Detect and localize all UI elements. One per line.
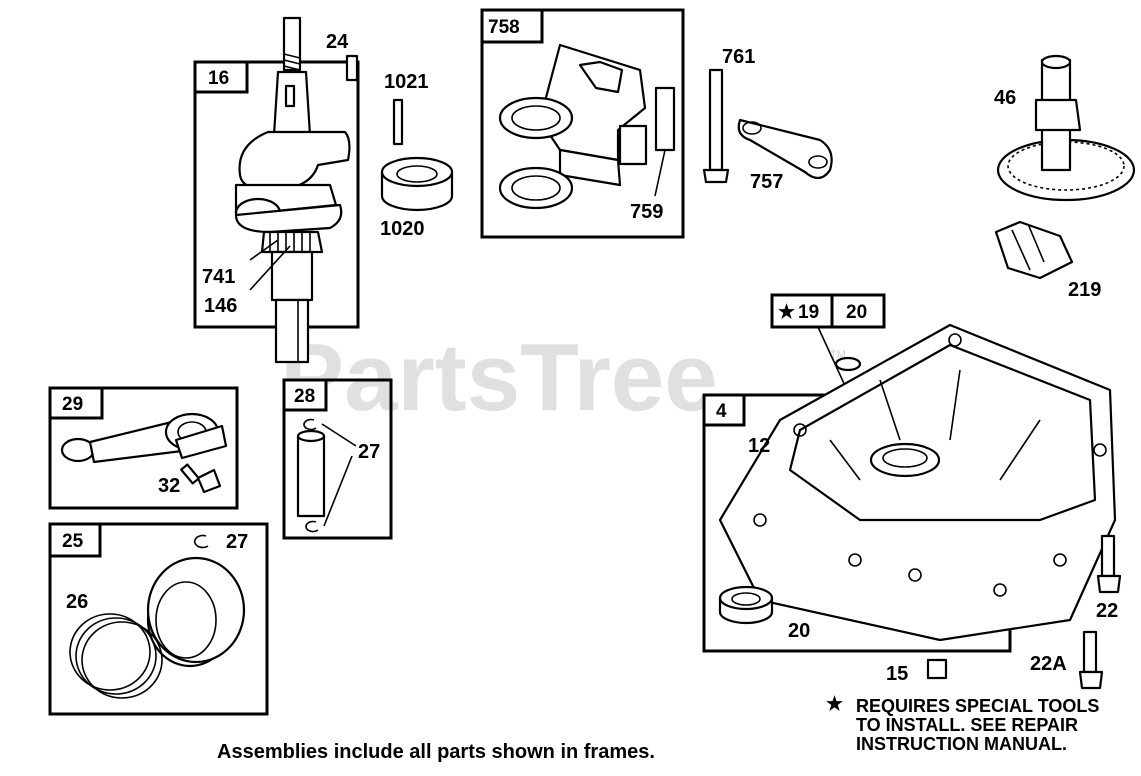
connecting-rod-frame-tag (48, 386, 104, 420)
clip-top (303, 418, 317, 431)
callout-741[interactable]: 741 (202, 266, 235, 288)
watermark: PartsTree (280, 324, 718, 431)
leader-27b (323, 455, 353, 527)
piston-frame (48, 522, 269, 716)
seal-1020[interactable]: 1020 (380, 156, 454, 240)
leader-759 (654, 149, 666, 197)
piston-pin-frame (282, 378, 393, 540)
piston-pin-drawing (296, 429, 326, 518)
sump-drawing (718, 323, 1117, 642)
connecting-rod-frame (48, 386, 239, 510)
bolt-shank (708, 68, 724, 172)
bolt-22-shank (1100, 534, 1116, 578)
link-757[interactable]: 757 (737, 118, 833, 193)
bolt-head (702, 168, 730, 184)
callout-757[interactable]: 757 (750, 171, 783, 193)
key-icon (345, 54, 359, 82)
special-note-line-2: TO INSTALL. SEE REPAIR (856, 715, 1078, 735)
connecting-rod-group[interactable]: 29 32 (48, 386, 239, 510)
callout-27-pin[interactable]: 27 (358, 441, 380, 463)
callout-46[interactable]: 46 (994, 87, 1016, 109)
clip-bottom (305, 520, 319, 533)
governor-frame-tag (480, 8, 544, 44)
bolt-22-head (1096, 574, 1122, 594)
callout-1021[interactable]: 1021 (384, 71, 429, 93)
sump-group[interactable]: 4 ★ 19 20 12 (702, 293, 1117, 653)
plug-icon (926, 658, 948, 680)
connecting-rod-drawing (60, 412, 228, 464)
callout-20[interactable]: 20 (788, 620, 810, 642)
governor-219[interactable]: 219 (994, 220, 1101, 301)
pin-icon (392, 98, 404, 146)
governor-crank-drawing (498, 43, 648, 210)
bolt-22a-head (1078, 670, 1104, 690)
callout-32[interactable]: 32 (158, 475, 180, 497)
piston-pin-frame-tag (282, 378, 328, 412)
special-tool-tag: ★ 19 20 (770, 293, 886, 329)
piston-frame-label: 25 (62, 531, 84, 552)
callout-19[interactable]: 19 (798, 302, 819, 323)
camshaft-drawing (996, 54, 1136, 202)
callout-759[interactable]: 759 (630, 201, 663, 223)
crankshaft-frame-tag (193, 60, 249, 94)
special-note-line-3: INSTRUCTION MANUAL. (856, 734, 1067, 754)
special-note-line-1: REQUIRES SPECIAL TOOLS (856, 696, 1099, 716)
governor-frame-label: 758 (488, 17, 520, 38)
piston-pin-group[interactable]: 28 27 (282, 378, 393, 540)
special-note-star: ★ (826, 694, 843, 715)
sump-frame-label: 4 (716, 401, 727, 422)
crankshaft-drawing (234, 16, 351, 364)
piston-rings-drawing (69, 613, 163, 699)
callout-26[interactable]: 26 (66, 591, 88, 613)
footer-note: Assemblies include all parts shown in fr… (217, 741, 655, 763)
bolt-761[interactable]: 761 (702, 46, 755, 184)
camshaft-46[interactable]: 46 (994, 54, 1136, 202)
piston-clip (193, 534, 209, 549)
governor-crank-group[interactable]: 758 759 (480, 8, 685, 239)
callout-22[interactable]: 22 (1096, 600, 1118, 622)
link-body (737, 118, 833, 180)
plug-15[interactable]: 15 (886, 658, 948, 685)
leader-741 (249, 239, 279, 261)
callout-146[interactable]: 146 (204, 295, 237, 317)
special-tool-star: ★ (778, 302, 795, 323)
special-tools-note: ★ REQUIRES SPECIAL TOOLS TO INSTALL. SEE… (826, 694, 1099, 754)
bolt-22a-shank (1082, 630, 1098, 674)
callout-27-piston[interactable]: 27 (226, 531, 248, 553)
crankshaft-frame-label: 16 (208, 68, 229, 89)
callout-219[interactable]: 219 (1068, 279, 1101, 301)
piston-group[interactable]: 25 27 26 (48, 522, 269, 716)
leader-27a (321, 423, 357, 447)
piston-frame-tag (48, 522, 102, 558)
callout-24[interactable]: 24 (326, 31, 349, 53)
bolt-22[interactable]: 22 (1096, 534, 1122, 622)
leader-146 (249, 245, 291, 291)
governor-drawing (994, 220, 1074, 280)
callout-12[interactable]: 12 (748, 435, 770, 457)
crankshaft-group[interactable]: 16 741 146 (193, 16, 360, 364)
pin-1021[interactable]: 1021 (384, 71, 429, 146)
callout-1020[interactable]: 1020 (380, 218, 425, 240)
seal-20 (718, 585, 774, 625)
key-24[interactable]: 24 (326, 31, 359, 82)
bolt-32 (180, 463, 222, 494)
callout-761[interactable]: 761 (722, 46, 755, 68)
connecting-rod-frame-label: 29 (62, 394, 83, 415)
callout-22a[interactable]: 22A (1030, 653, 1067, 675)
piston-pin-frame-label: 28 (294, 386, 315, 407)
callout-15[interactable]: 15 (886, 663, 908, 685)
bolt-22a[interactable]: 22A (1030, 630, 1104, 690)
governor-frame (480, 8, 685, 239)
piston-drawing (146, 556, 246, 668)
pin-759-icon (654, 86, 676, 152)
sump-frame-tag (702, 393, 746, 427)
callout-20-tag[interactable]: 20 (846, 302, 867, 323)
